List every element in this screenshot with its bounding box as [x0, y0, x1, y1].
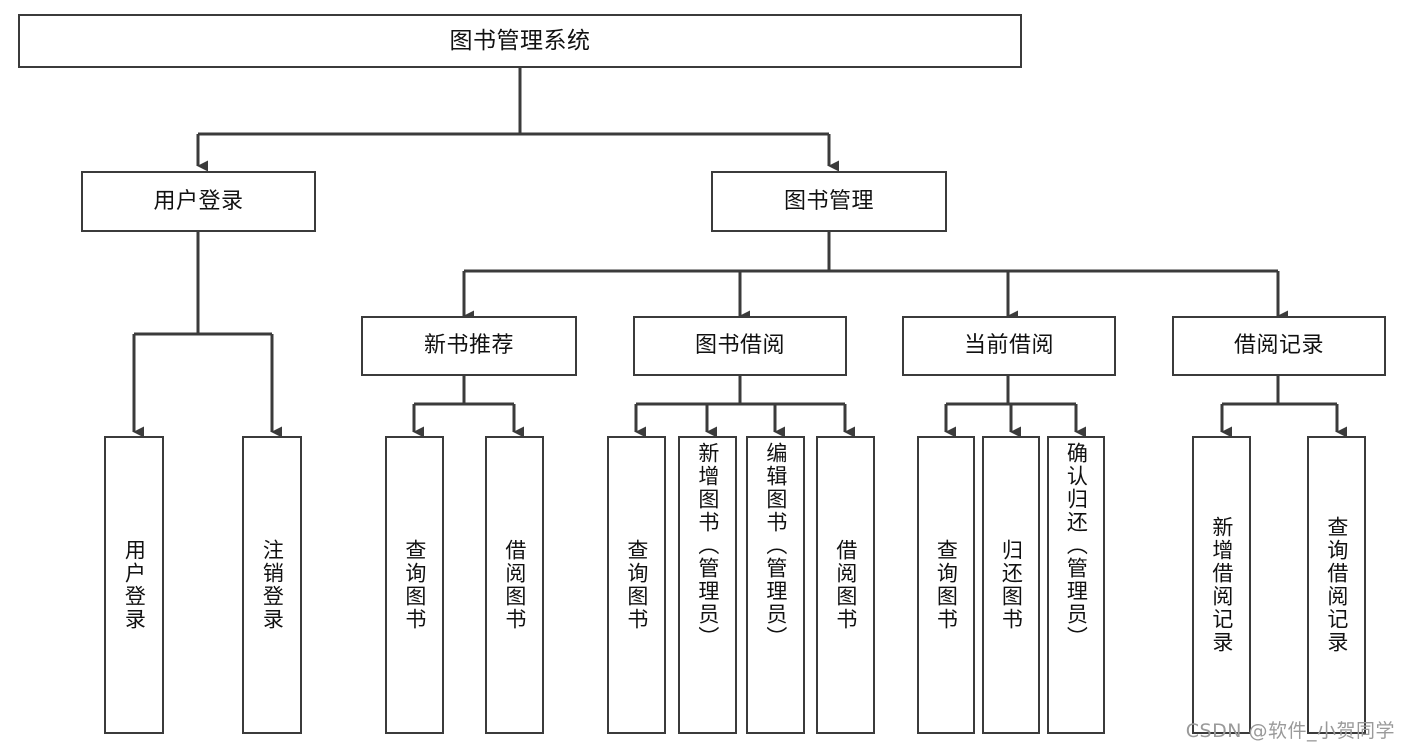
- node-label: 图书管理: [783, 188, 874, 214]
- node-label: 借阅记录: [1233, 333, 1324, 359]
- leaf-borrow-book[interactable]: 借阅图书: [816, 436, 875, 734]
- node-label: 用户登录: [153, 188, 244, 214]
- node-label: 编辑图书（管理员）: [763, 442, 788, 649]
- node-label: 注销登录: [260, 539, 285, 631]
- node-label: 新增借阅记录: [1209, 516, 1234, 654]
- node-current-borrow[interactable]: 当前借阅: [902, 316, 1116, 376]
- node-label: 查询图书: [934, 539, 959, 631]
- leaf-query-book-current[interactable]: 查询图书: [917, 436, 975, 734]
- leaf-confirm-return-admin[interactable]: 确认归还（管理员）: [1047, 436, 1105, 734]
- node-label: 新增图书（管理员）: [695, 442, 720, 649]
- leaf-query-book-recommend[interactable]: 查询图书: [385, 436, 444, 734]
- node-label: 用户登录: [122, 539, 147, 631]
- node-label: 查询借阅记录: [1324, 516, 1349, 654]
- leaf-add-borrow-record[interactable]: 新增借阅记录: [1192, 436, 1251, 734]
- leaf-user-login[interactable]: 用户登录: [104, 436, 164, 734]
- node-borrow-records[interactable]: 借阅记录: [1172, 316, 1386, 376]
- leaf-add-book-admin[interactable]: 新增图书（管理员）: [678, 436, 737, 734]
- node-label: 确认归还（管理员）: [1064, 442, 1089, 649]
- node-label: 查询图书: [402, 539, 427, 631]
- leaf-query-book-borrow[interactable]: 查询图书: [607, 436, 666, 734]
- node-label: 借阅图书: [502, 539, 527, 631]
- node-label: 查询图书: [624, 539, 649, 631]
- node-book-borrow[interactable]: 图书借阅: [633, 316, 847, 376]
- node-label: 新书推荐: [423, 333, 514, 359]
- leaf-query-borrow-record[interactable]: 查询借阅记录: [1307, 436, 1366, 734]
- node-user-login[interactable]: 用户登录: [81, 171, 316, 232]
- leaf-return-book[interactable]: 归还图书: [982, 436, 1040, 734]
- node-book-management[interactable]: 图书管理: [711, 171, 947, 232]
- leaf-edit-book-admin[interactable]: 编辑图书（管理员）: [746, 436, 805, 734]
- node-label: 当前借阅: [963, 333, 1054, 359]
- leaf-user-logout[interactable]: 注销登录: [242, 436, 302, 734]
- node-label: 归还图书: [999, 539, 1024, 631]
- node-new-book-recommend[interactable]: 新书推荐: [361, 316, 577, 376]
- node-label: 借阅图书: [833, 539, 858, 631]
- node-label: 图书借阅: [694, 333, 785, 359]
- watermark-text: CSDN @软件_小贺同学: [1185, 720, 1395, 742]
- node-label: 图书管理系统: [449, 27, 591, 54]
- node-root-system[interactable]: 图书管理系统: [18, 14, 1022, 68]
- leaf-borrow-book-recommend[interactable]: 借阅图书: [485, 436, 544, 734]
